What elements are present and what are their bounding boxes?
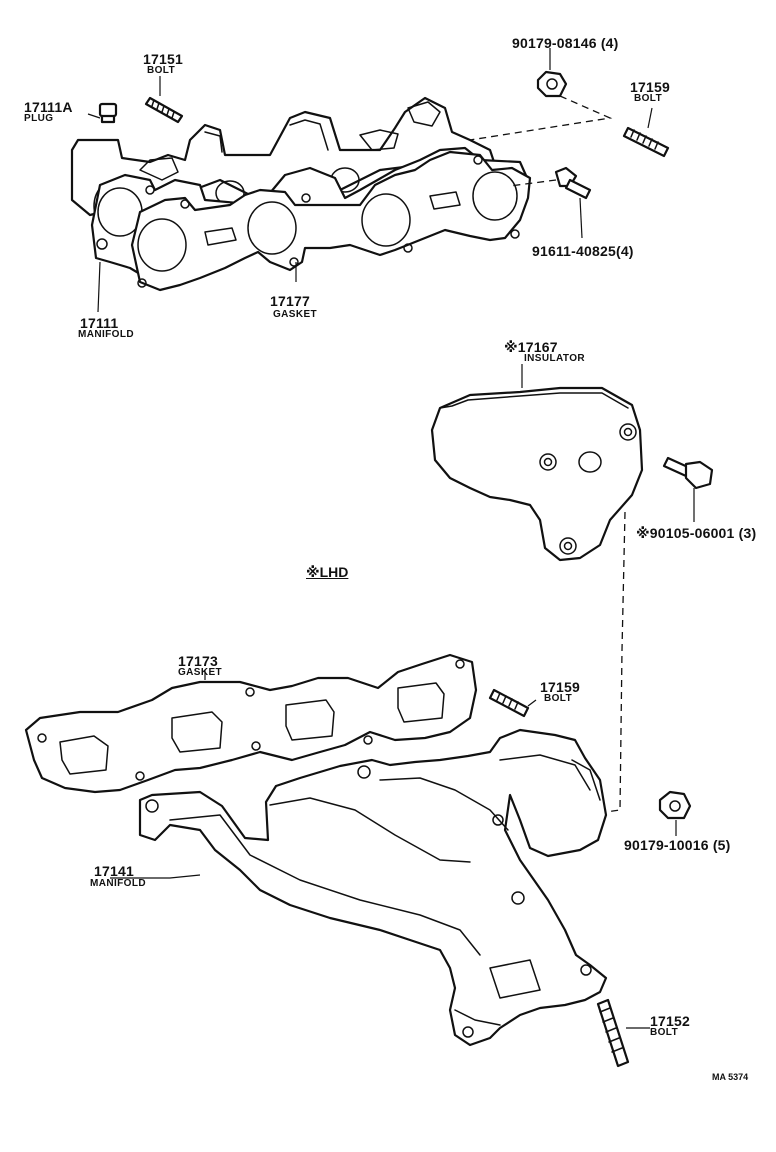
assembly-line-top bbox=[469, 95, 613, 141]
manifold-17111-name: MANIFOLD bbox=[78, 329, 134, 340]
bolt-17159-lower-number: 17159 bbox=[540, 679, 580, 695]
assembly-line-lower bbox=[605, 511, 626, 813]
drawing-code: MA 5374 bbox=[712, 1072, 749, 1082]
bolt-17159-top-name: BOLT bbox=[634, 93, 663, 104]
insulator-17167-name: INSULATOR bbox=[524, 353, 586, 364]
bolt-91611-40825-number: 91611-40825(4) bbox=[532, 243, 634, 259]
nut-90179-10016-number: 90179-10016 (5) bbox=[624, 837, 731, 853]
bolt-91611-40825-icon bbox=[554, 166, 592, 200]
plug-17111a-number: 17111A bbox=[24, 99, 73, 115]
gasket-17173 bbox=[24, 653, 478, 794]
nut-90179-10016-icon bbox=[658, 790, 692, 820]
gasket-17173-number: 17173 bbox=[178, 653, 218, 669]
insulator-17167 bbox=[430, 386, 644, 562]
gasket-17177 bbox=[130, 150, 532, 292]
bolt-17159-top-number: 17159 bbox=[630, 79, 670, 95]
bolt-90105-06001-icon bbox=[662, 456, 714, 490]
assembly-line-top-2 bbox=[509, 179, 557, 187]
bolt-17159-lower-name: BOLT bbox=[544, 693, 573, 704]
nut-90179-08146-icon bbox=[536, 70, 568, 98]
gasket-17177-name: GASKET bbox=[273, 309, 318, 320]
manifold-17111-number: 17111 bbox=[80, 315, 119, 331]
bolt-17151-icon bbox=[144, 96, 184, 124]
bolt-17152-icon bbox=[596, 998, 630, 1068]
bolt-17159-top-icon bbox=[622, 126, 670, 158]
bolt-17151-name: BOLT bbox=[147, 65, 176, 76]
gasket-17177-number: 17177 bbox=[270, 293, 310, 309]
nut-90179-08146-number: 90179-08146 (4) bbox=[512, 35, 619, 51]
gasket-17173-name: GASKET bbox=[178, 667, 223, 678]
bolt-90105-06001-number: ※90105-06001 (3) bbox=[636, 525, 757, 541]
bolt-17159-lower-icon bbox=[488, 688, 530, 718]
insulator-17167-number: ※17167 bbox=[504, 339, 558, 355]
manifold-17141-name: MANIFOLD bbox=[90, 878, 146, 889]
bolt-17152-number: 17152 bbox=[650, 1013, 690, 1029]
plug-17111a-icon bbox=[98, 102, 118, 124]
manifold-17141-number: 17141 bbox=[94, 863, 134, 879]
bolt-17151-number: 17151 bbox=[143, 51, 183, 67]
lhd-section-label: ※LHD bbox=[306, 564, 349, 580]
plug-17111a-name: PLUG bbox=[24, 113, 54, 124]
exhaust-manifold-17141 bbox=[138, 728, 608, 1047]
bolt-17152-name: BOLT bbox=[650, 1027, 679, 1038]
